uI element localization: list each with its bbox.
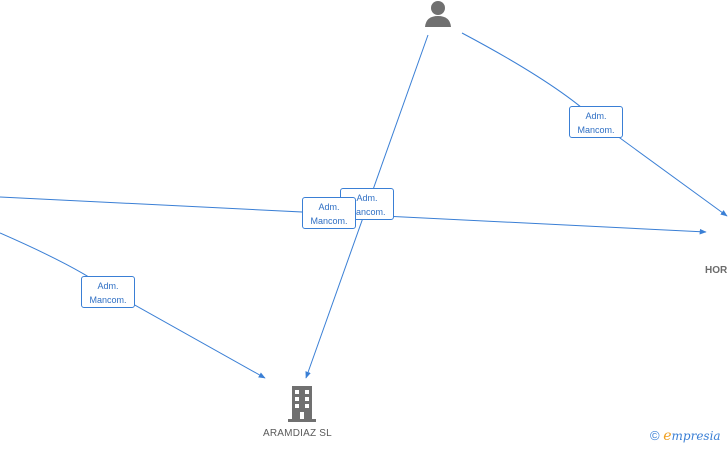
edge-label-person-to-right-company[interactable]: Adm. Mancom. (569, 106, 623, 138)
edge-label-left-to-right-company[interactable]: Adm. Mancom. (302, 197, 356, 229)
copyright-symbol: © (650, 428, 660, 443)
edge-label-line2: Mancom. (348, 207, 386, 217)
edge-label-line2: Mancom. (310, 216, 348, 226)
edge-label-line2: Mancom. (89, 295, 127, 305)
company-name-label[interactable]: ARAMDIAZ SL (263, 428, 332, 439)
edge-label-line1: Adm. (97, 281, 119, 291)
building-icon[interactable] (288, 386, 316, 427)
brand-footer: © empresia (650, 428, 721, 444)
person-icon[interactable] (423, 0, 453, 33)
edge-label-line2: Mancom. (577, 125, 615, 135)
edge-label-line1: Adm. (318, 202, 340, 212)
edge-label-left-to-company[interactable]: Adm. Mancom. (81, 276, 135, 308)
right-company-name-label[interactable]: HOR (705, 265, 728, 276)
edge-label-line1: Adm. (356, 193, 378, 203)
edge-label-line1: Adm. (585, 111, 607, 121)
brand-logo: empresia (663, 428, 721, 444)
